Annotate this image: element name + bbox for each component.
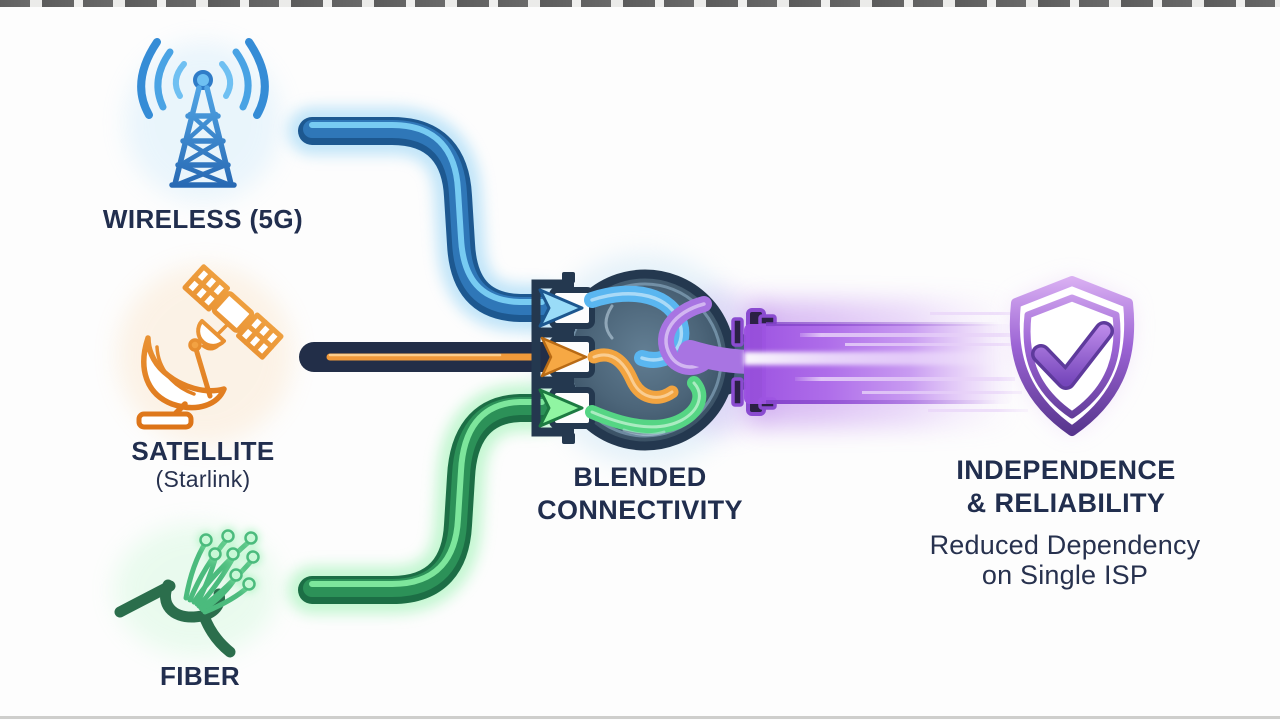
fiber-arrowhead bbox=[538, 388, 584, 428]
radio-waves-icon bbox=[137, 38, 269, 119]
outcome-title-line1: INDEPENDENCE bbox=[956, 455, 1176, 485]
wireless-arrowhead bbox=[538, 288, 584, 328]
satellite-label: SATELLITE bbox=[131, 436, 275, 466]
hub-label: BLENDED CONNECTIVITY bbox=[490, 461, 790, 527]
hub-label-line2: CONNECTIVITY bbox=[537, 495, 743, 525]
top-edge-artifact bbox=[0, 0, 1280, 7]
satellite-icon bbox=[182, 264, 284, 360]
satellite-sublabel: (Starlink) bbox=[155, 466, 251, 492]
outcome-subtitle: Reduced Dependency on Single ISP bbox=[900, 530, 1230, 590]
satellite-dish-icon bbox=[136, 264, 284, 430]
checkmark bbox=[1034, 324, 1111, 387]
fiber-pipe bbox=[298, 394, 556, 604]
wireless-pipe bbox=[298, 117, 556, 322]
outcome-subtitle-line1: Reduced Dependency bbox=[929, 530, 1201, 560]
inlet-bracket-tabs bbox=[562, 272, 575, 444]
bottom-edge-artifact bbox=[0, 716, 1280, 719]
inlet-brackets bbox=[531, 279, 574, 437]
shield-check-icon bbox=[1009, 276, 1135, 436]
satellite-pipe bbox=[299, 342, 577, 372]
outcome-title: INDEPENDENCE & RELIABILITY bbox=[920, 454, 1212, 520]
fiber-tips bbox=[197, 527, 262, 593]
fiber-label: FIBER bbox=[160, 661, 240, 691]
output-beam bbox=[731, 308, 1030, 416]
speed-streaks bbox=[795, 312, 1030, 412]
wireless-label: WIRELESS (5G) bbox=[102, 204, 304, 234]
cell-tower-icon bbox=[137, 38, 269, 188]
satellite-arrowhead bbox=[540, 336, 588, 378]
fiber-optic-icon bbox=[114, 527, 262, 658]
hub-label-line1: BLENDED bbox=[573, 462, 707, 492]
outcome-title-line2: & RELIABILITY bbox=[966, 488, 1166, 518]
outcome-subtitle-line2: on Single ISP bbox=[981, 560, 1149, 590]
